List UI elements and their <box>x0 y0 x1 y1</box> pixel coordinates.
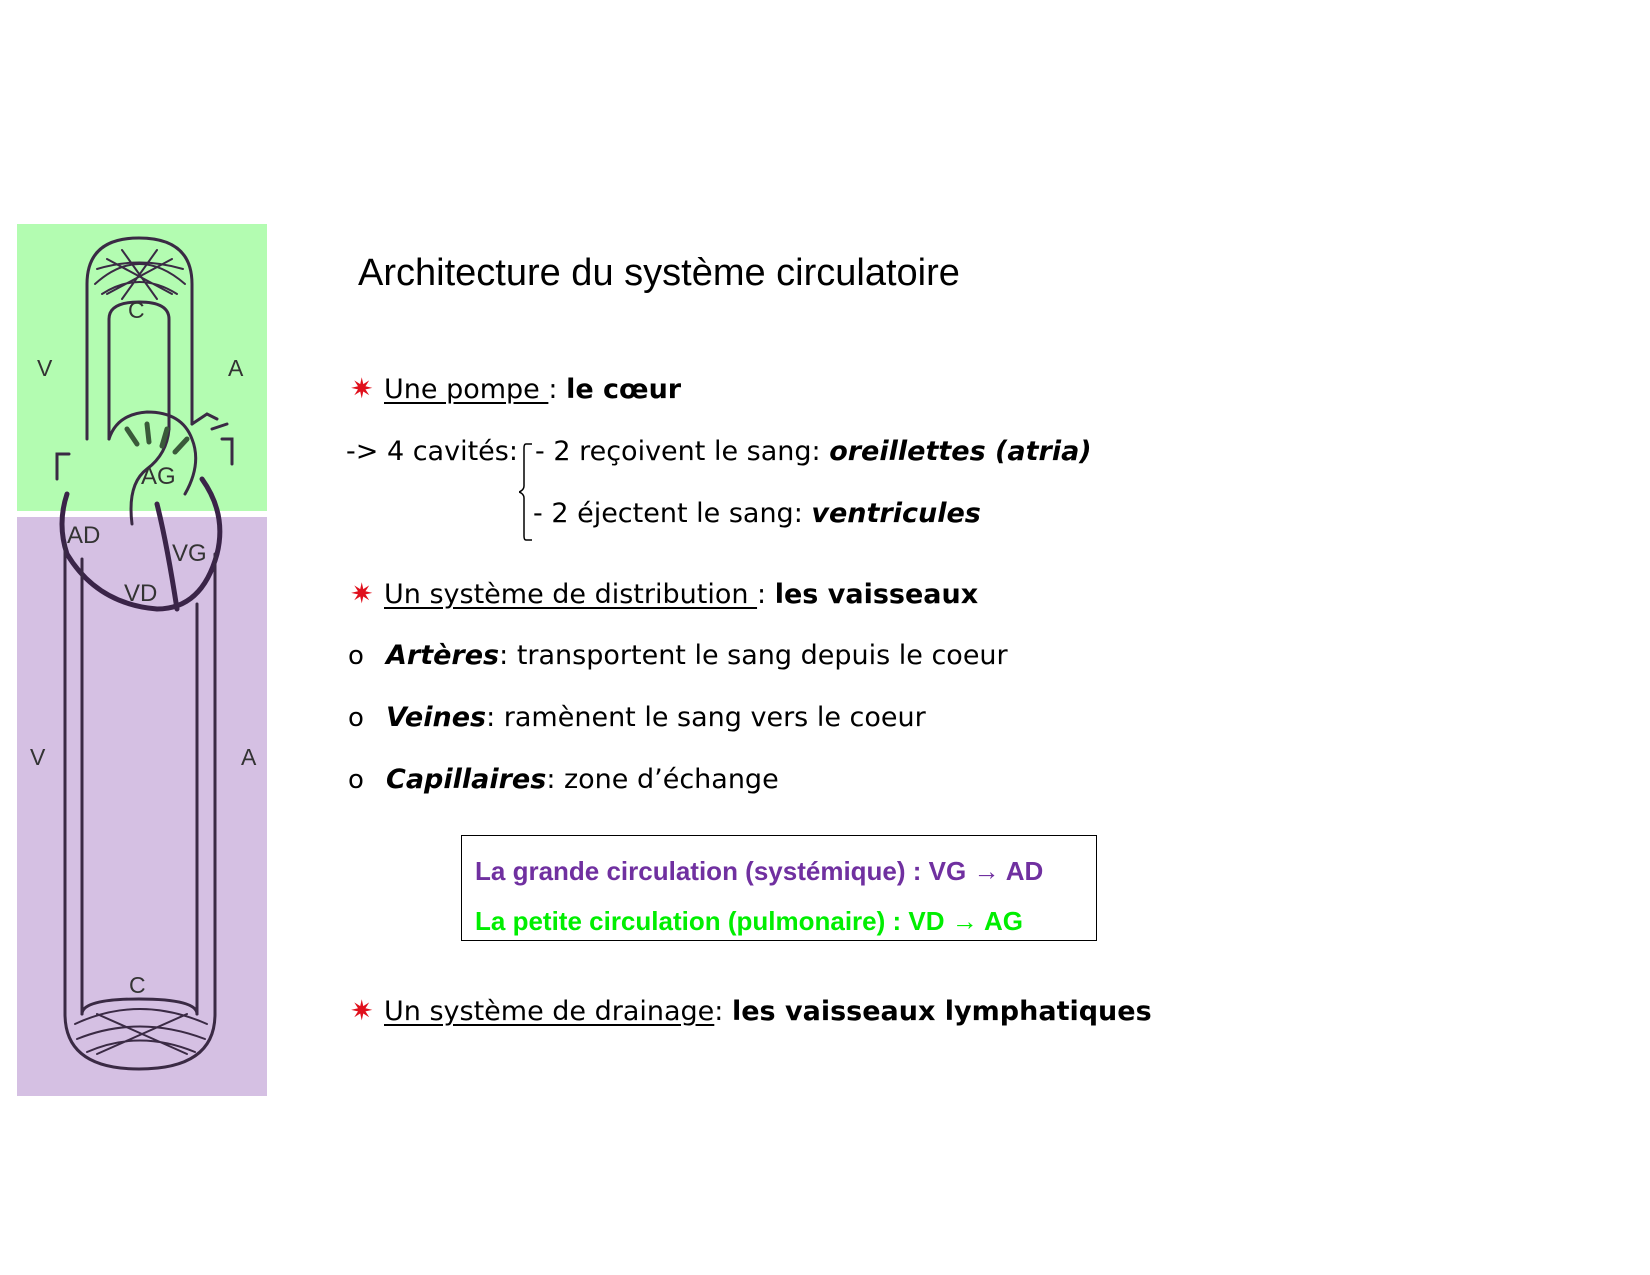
distribution-heading: Un système de distribution <box>384 579 758 610</box>
label-c-bottom: C <box>129 972 146 998</box>
side-vessel-right <box>220 437 234 466</box>
vessel-text: : zone d’échange <box>546 764 779 795</box>
red-star-icon: ✷ <box>350 994 374 1027</box>
label-c-top: C <box>128 297 145 323</box>
side-vessel-left <box>55 452 71 481</box>
vessel-term: Artères <box>386 640 500 671</box>
circulation-schematic <box>55 236 234 1071</box>
drainage-line: ✷ Un système de drainage: les vaisseaux l… <box>350 994 1152 1027</box>
brace-icon <box>519 443 532 541</box>
slide-title: Architecture du système circulatoire <box>358 252 960 294</box>
label-ad: AD <box>67 522 101 549</box>
atria-dashes <box>124 421 190 455</box>
circulation-diagram: C V A AG AD VG VD V A C <box>17 224 267 1096</box>
vessel-item-capillaires: o Capillaires: zone d’échange <box>348 764 779 795</box>
systemic-capillaries <box>74 1008 208 1055</box>
label-v-top: V <box>37 355 53 381</box>
circulation-box: La grande circulation (systémique) : VG … <box>461 835 1097 941</box>
label-a-bottom: A <box>241 744 257 770</box>
vessel-item-arteres: o Artères: transportent le sang depuis le… <box>348 640 1008 671</box>
heart-septum <box>154 501 180 612</box>
pump-heading: Une pompe <box>384 374 549 405</box>
vessel-text: : transportent le sang depuis le coeur <box>499 640 1008 671</box>
vessel-item-veines: o Veines: ramènent le sang vers le coeur <box>348 702 926 733</box>
pulmonary-loop-inner <box>107 300 171 441</box>
cavity-line-1: - 2 reçoivent le sang: oreillettes (atri… <box>535 436 1092 467</box>
pump-value: le cœur <box>566 374 682 405</box>
drainage-sep: : <box>714 996 732 1027</box>
vessel-term: Veines <box>386 702 487 733</box>
cavity-line-2: - 2 éjectent le sang: ventricules <box>533 498 981 529</box>
label-vd: VD <box>124 580 158 607</box>
systemic-loop-inner <box>80 997 199 1016</box>
pulmonary-loop-outer <box>85 236 194 441</box>
pump-sep: : <box>548 374 567 405</box>
pulmonary-vein <box>129 427 171 526</box>
red-star-icon: ✷ <box>350 372 374 405</box>
distribution-value: les vaisseaux <box>774 579 979 610</box>
cavity1-text: - 2 reçoivent le sang: <box>535 436 830 467</box>
label-v-bottom: V <box>30 744 46 770</box>
cavity2-value: ventricules <box>811 498 981 529</box>
distribution-line: ✷ Un système de distribution : les vaisse… <box>350 577 978 610</box>
red-star-icon: ✷ <box>350 577 374 610</box>
circle-bullet-icon: o <box>348 641 364 671</box>
pulmonary-artery <box>107 410 198 496</box>
cavity2-text: - 2 éjectent le sang: <box>533 498 812 529</box>
pulmonary-circulation: La petite circulation (pulmonaire) : VD … <box>475 906 1023 936</box>
cavity1-value: oreillettes (atria) <box>829 436 1092 467</box>
pulmonary-capillaries <box>94 249 186 300</box>
drainage-value: les vaisseaux lymphatiques <box>731 996 1152 1027</box>
label-vg: VG <box>172 540 207 567</box>
circle-bullet-icon: o <box>348 765 364 795</box>
systemic-circulation: La grande circulation (systémique) : VG … <box>475 856 1044 886</box>
aorta-arch <box>190 412 229 431</box>
vessel-term: Capillaires <box>386 764 547 795</box>
cavities-intro: -> 4 cavités: <box>346 436 518 467</box>
label-ag: AG <box>141 463 176 490</box>
systemic-loop <box>63 1012 217 1071</box>
drainage-heading: Un système de drainage <box>384 996 715 1027</box>
pump-line: ✷ Une pompe : le cœur <box>350 372 681 405</box>
vessel-text: : ramènent le sang vers le coeur <box>486 702 926 733</box>
distribution-sep: : <box>757 579 775 610</box>
circle-bullet-icon: o <box>348 703 364 733</box>
label-a-top: A <box>228 355 244 381</box>
